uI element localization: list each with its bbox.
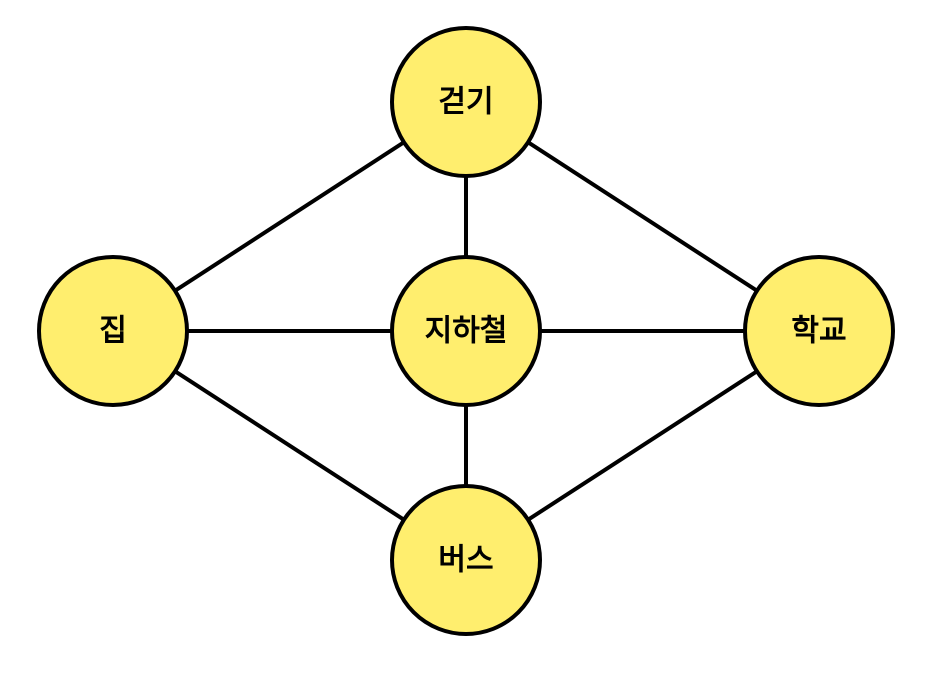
node-label-bus: 버스	[438, 543, 493, 578]
node-circle-bus	[390, 484, 542, 636]
node-label-subway: 지하철	[425, 314, 508, 349]
node-subway: 지하철	[390, 255, 542, 407]
node-circle-subway	[390, 255, 542, 407]
node-label-home: 집	[99, 314, 127, 349]
node-circle-walk	[390, 26, 542, 178]
node-circle-home	[37, 255, 189, 407]
node-label-school: 학교	[791, 314, 846, 349]
node-walk: 걷기	[390, 26, 542, 178]
node-bus: 버스	[390, 484, 542, 636]
node-circle-school	[743, 255, 895, 407]
node-school: 학교	[743, 255, 895, 407]
node-home: 집	[37, 255, 189, 407]
node-label-walk: 걷기	[438, 85, 493, 120]
